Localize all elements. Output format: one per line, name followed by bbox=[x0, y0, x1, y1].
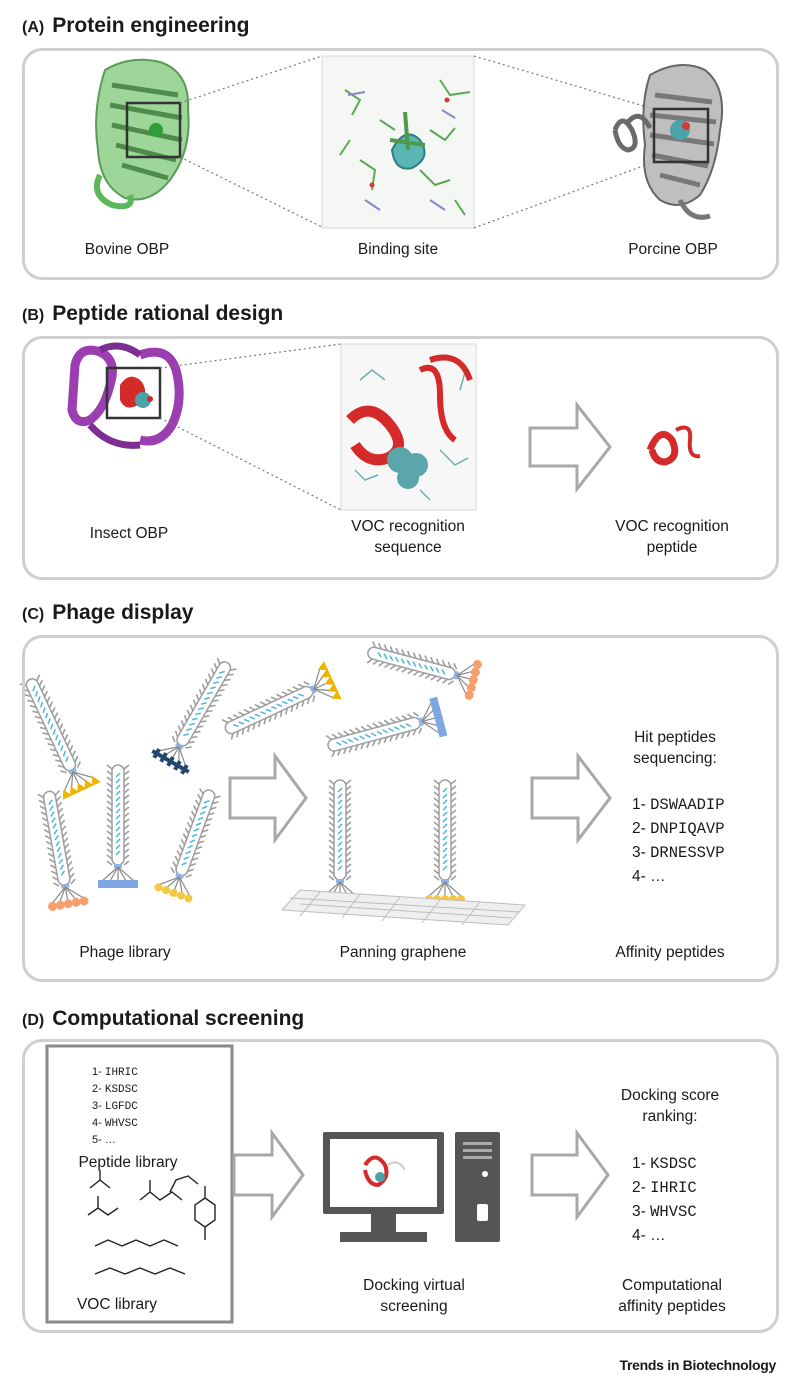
insect-obp-structure bbox=[67, 342, 184, 449]
section-b-title: (B)Peptide rational design bbox=[22, 302, 284, 325]
label-affinity-peptides: Affinity peptides bbox=[615, 944, 725, 961]
panned-phage-square bbox=[325, 696, 448, 758]
panel-phage-display bbox=[22, 635, 779, 982]
ranking-title: Docking score ranking: bbox=[620, 1087, 720, 1125]
hit-peptide-2: 2- DNPIQAVP bbox=[632, 820, 725, 838]
section-a-title: (A)Protein engineering bbox=[22, 14, 250, 37]
arrow-d2 bbox=[530, 1128, 610, 1222]
voc-recognition-peptide-structure bbox=[646, 425, 701, 466]
phage-square-tip bbox=[98, 764, 138, 888]
hit-peptides-title: Hit peptides sequencing: bbox=[633, 729, 717, 767]
peptide-library-list: 1- IHRIC 2- KSDSC 3- LGFDC 4- WHVSC 5- … bbox=[92, 1064, 138, 1148]
journal-footer: Trends in Biotechnology bbox=[619, 1357, 777, 1373]
hit-peptide-1: 1- DSWAADIP bbox=[632, 796, 725, 814]
phage-hex-tip bbox=[154, 788, 221, 903]
label-voc-recognition-sequence: VOC recognition sequence bbox=[351, 518, 465, 556]
label-phage-library: Phage library bbox=[79, 944, 171, 961]
hit-peptides-list: 1- DSWAADIP 2- DNPIQAVP 3- DRNESSVP 4- … bbox=[632, 793, 725, 888]
bound-phage-hex bbox=[425, 779, 465, 903]
phage-circle-tip bbox=[37, 789, 89, 911]
phage-triangle-tip bbox=[19, 674, 101, 800]
hit-peptide-4: 4- … bbox=[632, 868, 666, 885]
panel-protein-engineering bbox=[22, 48, 779, 280]
label-porcine-obp: Porcine OBP bbox=[628, 241, 718, 258]
computer-icon bbox=[323, 1132, 500, 1242]
ranking-list: 1- KSDSC 2- IHRIC 3- WHVSC 4- … bbox=[632, 1152, 697, 1247]
panel-computational-screening bbox=[22, 1039, 779, 1333]
porcine-obp-structure bbox=[612, 64, 724, 220]
library-box bbox=[45, 1044, 234, 1324]
library-peptide-3: 3- LGFDC bbox=[92, 1100, 138, 1113]
panned-phage-triangle bbox=[221, 661, 342, 740]
phage-layer bbox=[19, 641, 482, 911]
label-peptide-library: Peptide library bbox=[78, 1154, 178, 1171]
label-bovine-obp: Bovine OBP bbox=[84, 241, 170, 258]
section-c-title: (C)Phage display bbox=[22, 601, 194, 624]
library-peptide-5: 5- … bbox=[92, 1134, 116, 1146]
panned-phage-circle bbox=[366, 641, 482, 700]
label-insect-obp: Insect OBP bbox=[89, 525, 169, 542]
ranked-peptide-3: 3- WHVSC bbox=[632, 1203, 697, 1221]
ranked-peptide-4: 4- … bbox=[632, 1227, 666, 1244]
label-computational-affinity-peptides: Computational affinity peptides bbox=[618, 1277, 726, 1315]
bovine-obp-structure bbox=[94, 58, 190, 210]
label-voc-recognition-peptide: VOC recognition peptide bbox=[615, 518, 729, 556]
label-docking-virtual-screening: Docking virtual screening bbox=[363, 1277, 465, 1315]
hit-peptide-3: 3- DRNESSVP bbox=[632, 844, 725, 862]
library-peptide-4: 4- WHVSC bbox=[92, 1117, 138, 1130]
panel-peptide-rational-design bbox=[22, 336, 779, 580]
library-peptide-2: 2- KSDSC bbox=[92, 1083, 138, 1096]
arrow-d1 bbox=[232, 1128, 305, 1222]
label-panning-graphene: Panning graphene bbox=[339, 944, 467, 961]
voc-molecules bbox=[87, 1170, 216, 1275]
phage-cross-tip bbox=[151, 657, 237, 775]
label-voc-library: VOC library bbox=[76, 1296, 158, 1313]
binding-site-structure bbox=[321, 55, 475, 229]
graphene-sheet bbox=[280, 889, 527, 926]
arrow-b bbox=[528, 400, 612, 494]
label-binding-site: Binding site bbox=[357, 241, 439, 258]
ranked-peptide-2: 2- IHRIC bbox=[632, 1179, 697, 1197]
voc-recognition-sequence-structure bbox=[340, 343, 477, 511]
library-peptide-1: 1- IHRIC bbox=[92, 1066, 138, 1079]
ranked-peptide-1: 1- KSDSC bbox=[632, 1155, 697, 1173]
arrow-c2 bbox=[530, 751, 612, 845]
arrow-c1 bbox=[228, 751, 308, 845]
section-d-title: (D)Computational screening bbox=[22, 1007, 305, 1030]
